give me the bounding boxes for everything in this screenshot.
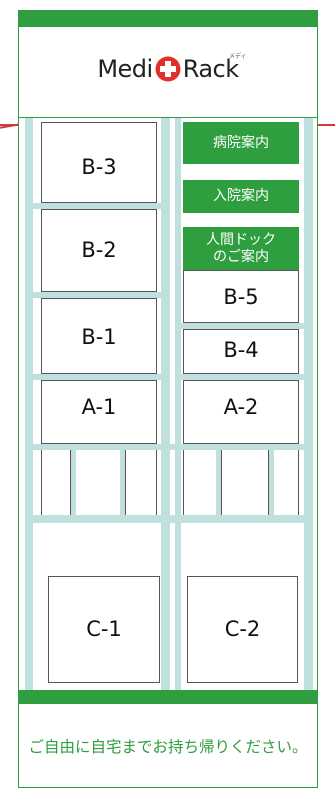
rail-h-right-1: [181, 323, 304, 329]
health-checkup-label-line2: のご案内: [213, 248, 269, 265]
bottom-green-bar: [18, 690, 318, 704]
hospital-guide-label: 病院案内: [213, 134, 269, 151]
health-checkup-guide-button[interactable]: 人間ドック のご案内: [183, 227, 299, 270]
slot-b3[interactable]: B-3: [41, 122, 157, 203]
slot-a2-label: A-2: [223, 395, 259, 419]
slot-c1-label: C-1: [86, 617, 122, 641]
rail-h-right-2: [181, 374, 304, 380]
rail-h-5: [25, 515, 313, 523]
slot-b3-label: B-3: [81, 155, 117, 179]
slot-b2-label: B-2: [81, 238, 117, 262]
rail-left-outer: [25, 118, 33, 692]
footer-panel: ご自由に自宅までお持ち帰りください。: [18, 703, 318, 788]
logo-text-left: Medi: [97, 55, 153, 83]
slot-b4[interactable]: B-4: [183, 329, 299, 374]
logo: Medi Rack: [19, 49, 317, 89]
slot-a1[interactable]: A-1: [41, 380, 157, 444]
slot-b2[interactable]: B-2: [41, 209, 157, 292]
top-green-bar: [18, 10, 318, 27]
guide-line-left: [0, 124, 18, 126]
footer-text: ご自由に自宅までお持ち帰りください。: [28, 737, 308, 756]
divider-left-2: [120, 450, 126, 515]
slot-b5-label: B-5: [223, 285, 259, 309]
hospital-guide-button[interactable]: 病院案内: [183, 122, 299, 164]
divider-right-2: [268, 450, 274, 515]
logo-text-right: Rack: [182, 55, 239, 83]
logo-ruby: メディ: [229, 53, 247, 60]
slot-b5[interactable]: B-5: [183, 270, 299, 323]
admission-guide-label: 入院案内: [213, 188, 269, 205]
guide-line-right: [318, 124, 335, 126]
rail-center-right: [175, 118, 181, 692]
rail-h-3: [25, 374, 161, 380]
divider-right-1: [216, 450, 222, 515]
slot-c2[interactable]: C-2: [187, 576, 298, 683]
header-panel: Medi Rack メディ: [18, 26, 318, 118]
slot-b1-label: B-1: [81, 325, 117, 349]
slot-a1-label: A-1: [81, 395, 117, 419]
rail-h-4: [25, 444, 313, 450]
rail-h-2: [25, 292, 161, 298]
slot-b1[interactable]: B-1: [41, 298, 157, 374]
slot-b4-label: B-4: [223, 338, 259, 362]
slot-c2-label: C-2: [224, 617, 261, 641]
rack-body: B-3 B-2 B-1 A-1 病院案内 入院案内 人間ドック のご案内 B-5…: [18, 118, 318, 692]
slot-a2[interactable]: A-2: [183, 380, 299, 444]
divider-row-left: [41, 450, 157, 515]
health-checkup-label-line1: 人間ドック: [206, 232, 276, 249]
admission-guide-button[interactable]: 入院案内: [183, 180, 299, 213]
plus-circle-icon: [155, 56, 181, 82]
guide-line-left-tip: [0, 115, 20, 129]
divider-row-right: [183, 450, 299, 515]
slot-c1[interactable]: C-1: [48, 576, 160, 683]
divider-left-1: [70, 450, 76, 515]
rail-h-1: [25, 203, 161, 209]
rail-center-left: [161, 118, 170, 692]
rail-right-outer: [304, 118, 313, 692]
